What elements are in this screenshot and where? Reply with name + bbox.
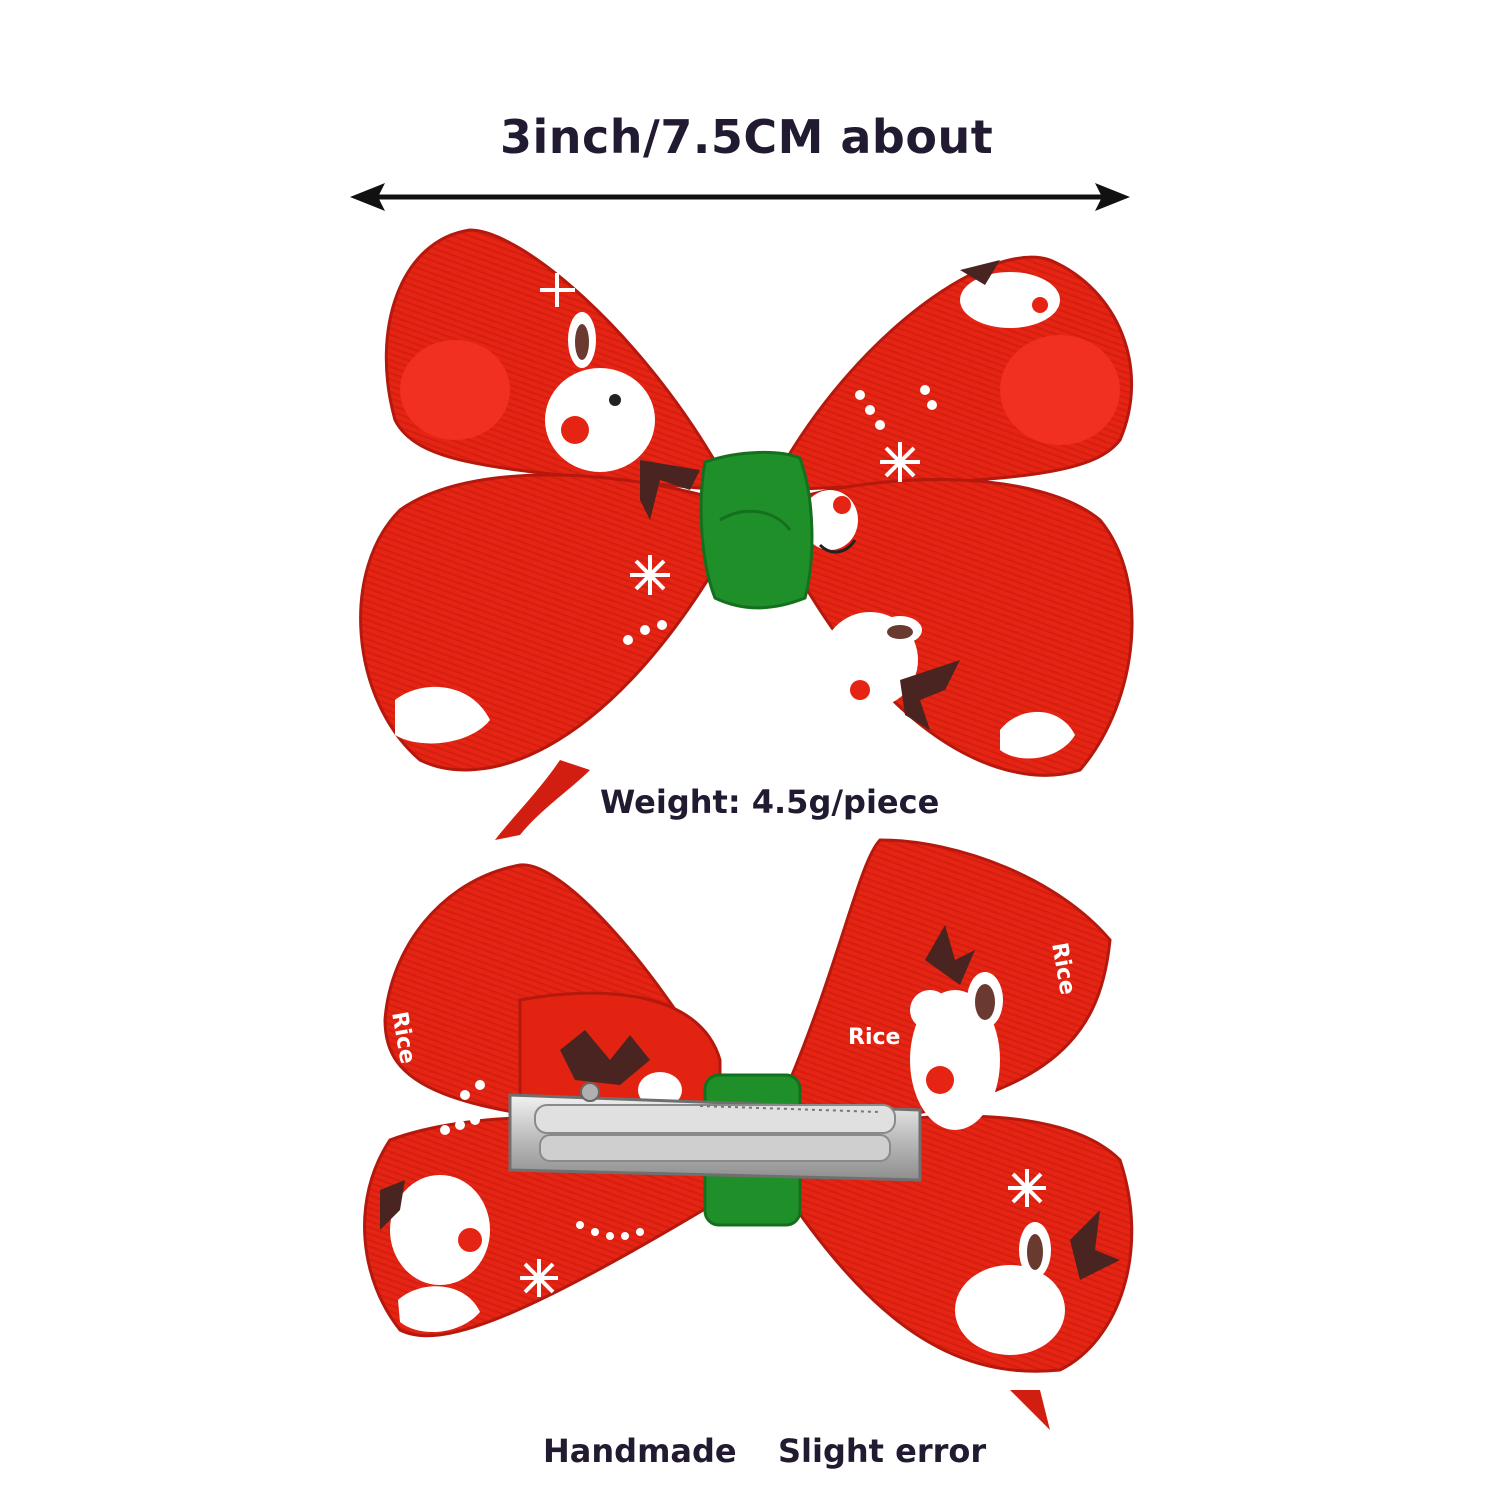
size-label: 3inch/7.5CM about [500, 110, 994, 164]
green-knot [699, 450, 814, 610]
bow-front [359, 228, 1134, 840]
reindeer-print [960, 260, 1060, 328]
weight-label: Weight: 4.5g/piece [600, 783, 940, 821]
reindeer-print [910, 925, 1003, 1130]
reindeer-print [802, 490, 858, 554]
snowflake-icon [520, 1259, 558, 1297]
reindeer-print [545, 312, 700, 520]
reindeer-print [380, 1175, 490, 1285]
snowflake-icon [1008, 1169, 1046, 1207]
handmade-label: Handmade [543, 1432, 737, 1470]
snowflake-icon [540, 273, 575, 307]
snowflake-icon [880, 442, 920, 482]
reindeer-print [822, 612, 960, 730]
snowflake-icon [630, 555, 670, 595]
watermark-rice: Rice [848, 1025, 900, 1050]
dots-print [440, 1080, 644, 1240]
hair-clip [508, 1082, 922, 1182]
dots-print [623, 385, 937, 675]
bow-back: Rice Rice Rice [363, 838, 1134, 1430]
reindeer-print [955, 1210, 1120, 1355]
slight-error-label: Slight error [778, 1432, 987, 1470]
width-arrow [350, 183, 1130, 211]
